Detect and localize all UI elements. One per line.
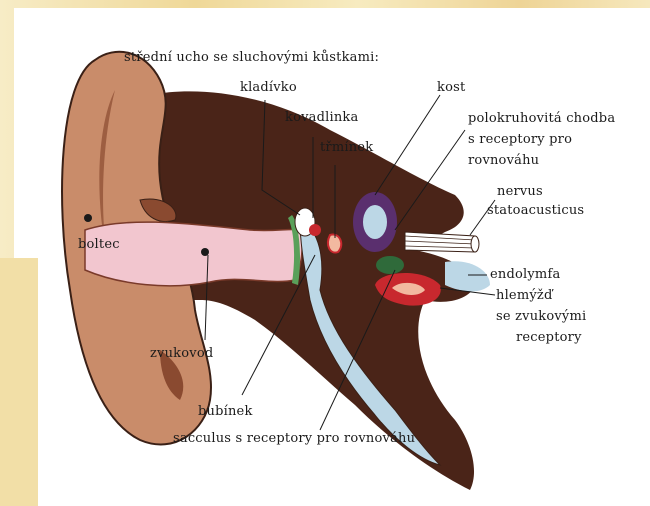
label-trminek: třmínek [320, 140, 373, 155]
label-kladivko: kladívko [240, 80, 297, 95]
semicircular-inner [363, 205, 387, 239]
label-endolymfa: endolymfa [490, 267, 560, 282]
label-bubinek: bubínek [198, 404, 253, 419]
nerve-bundle [405, 232, 479, 252]
label-hlemyzd-2: se zvukovými [496, 309, 586, 324]
label-boltec: boltec [78, 237, 120, 252]
label-kost: kost [437, 80, 465, 95]
diagram-title: střední ucho se sluchovými kůstkami: [124, 50, 379, 65]
endolymph [445, 261, 490, 291]
label-nervus-1: nervus [497, 184, 543, 199]
label-sacculus: sacculus s receptory pro rovnováhu [173, 431, 415, 446]
label-polokruhovita-1: polokruhovitá chodba [468, 111, 615, 126]
ear-canal [85, 222, 302, 286]
label-polokruhovita-3: rovnováhu [468, 153, 539, 168]
label-zvukovod: zvukovod [150, 346, 213, 361]
label-nervus-2: statoacusticus [487, 203, 584, 218]
zvukovod-dot [201, 248, 209, 256]
label-hlemyzd-1: hlemýžď [496, 288, 552, 303]
label-polokruhovita-2: s receptory pro [468, 132, 572, 147]
boltec-dot [84, 214, 92, 222]
label-kovadlinka: kovadlinka [285, 110, 358, 125]
incus [309, 224, 321, 236]
vestibule [376, 256, 404, 274]
label-hlemyzd-3: receptory [516, 330, 582, 345]
